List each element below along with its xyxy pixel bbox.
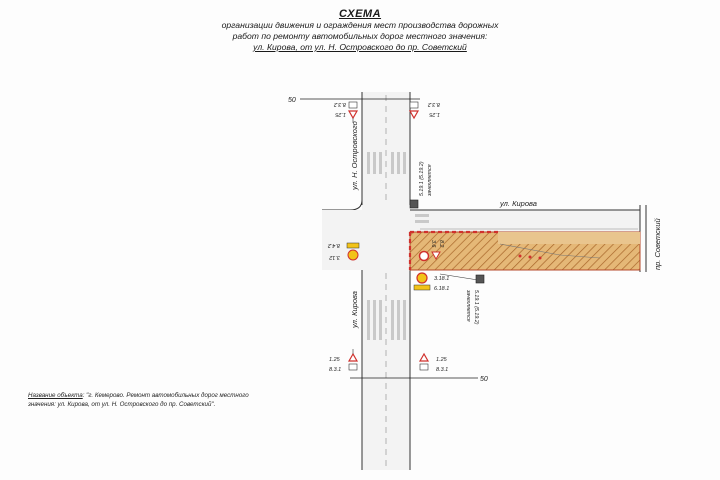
- object-name-text-2: значения: ул. Кирова, от ул. Н. Островск…: [28, 401, 216, 408]
- sign-tr-a: 1.25: [428, 111, 440, 117]
- street-label-kirova-v: ул. Кирова: [350, 291, 359, 329]
- sign-left-mid: 8.4.2 3.12: [328, 242, 360, 261]
- title-line-2: работ по ремонту автомобильных дорог мес…: [232, 31, 488, 41]
- title-line-3: ул. Кирова, от ул. Н. Островского до пр.…: [253, 42, 467, 52]
- sign-bl-a: 1.25: [329, 357, 341, 363]
- sign-br-a: 1.25: [436, 357, 448, 363]
- sign-tl-b: 8.3.2: [334, 101, 346, 107]
- distance-top: 50: [288, 97, 296, 104]
- sign-road-works-tl: 8.3.2 1.25: [334, 101, 359, 123]
- sign-crossing-top: 5.19.1 (5.19.2) зачехляется: [409, 161, 433, 209]
- title-line-1: организации движения и ограждения мест п…: [221, 20, 499, 30]
- object-name: Название объекта: "г. Кемерово. Ремонт а…: [28, 391, 328, 409]
- sign-no-turn: 3.18.1 6.18.1: [413, 272, 449, 292]
- sign-road-works-tr: 8.3.2 1.25: [408, 101, 440, 120]
- work-sign-a: 3.6: [430, 240, 436, 247]
- street-label-kirova-h: ул. Кирова: [499, 199, 537, 208]
- sign-mid-a: 3.18.1: [434, 276, 449, 282]
- cone-marker: [528, 255, 532, 259]
- title-block: СХЕМА организации движения и ограждения …: [150, 8, 570, 53]
- vsign-top-a: 5.19.1 (5.19.2): [419, 161, 425, 196]
- vsign-bot-b: зачехляется: [465, 289, 471, 322]
- crosswalk-right: [415, 214, 429, 223]
- road-corner: [322, 199, 363, 211]
- lane-shift-line: [499, 243, 601, 259]
- sign-tr-b: 8.3.2: [428, 101, 440, 107]
- vertical-road: [362, 92, 410, 470]
- distance-bottom: 50: [480, 376, 488, 383]
- cone-marker: [538, 256, 542, 260]
- cone-marker: [518, 254, 522, 258]
- diagram-heading: СХЕМА: [338, 8, 382, 20]
- sign-bl-b: 8.3.1: [329, 367, 341, 373]
- sign-road-works-bl: 1.25 8.3.1: [329, 349, 359, 373]
- street-label-ostrovskogo: ул. Н. Островского: [350, 121, 359, 191]
- vsign-bot-a: 5.19.1 (5.19.2): [473, 290, 479, 325]
- sign-br-b: 8.3.1: [436, 367, 448, 373]
- sign-left-mid-a: 3.12: [329, 254, 340, 260]
- sign-left-mid-b: 8.4.2: [328, 242, 340, 248]
- crosswalk-bottom: [367, 300, 406, 340]
- object-name-text-1: : "г. Кемерово. Ремонт автомобильных дор…: [82, 392, 249, 399]
- sign-mid-b: 6.18.1: [434, 286, 449, 292]
- crosswalk-top: [367, 152, 406, 174]
- work-sign-b: 8.2: [438, 240, 444, 247]
- vsign-top-b: зачехляется: [427, 164, 433, 197]
- work-zone-strip: [498, 232, 640, 244]
- sign-road-works-br: 1.25 8.3.1: [418, 352, 448, 373]
- object-name-label: Название объекта: [28, 392, 83, 399]
- sign-tl-a: 1.25: [334, 111, 346, 117]
- sign-crossing-bottom: 5.19.1 (5.19.2) зачехляется: [439, 273, 485, 325]
- street-label-sovetsky: пр. Советский: [653, 217, 662, 270]
- sign-work-zone: 3.6 8.2: [418, 240, 444, 262]
